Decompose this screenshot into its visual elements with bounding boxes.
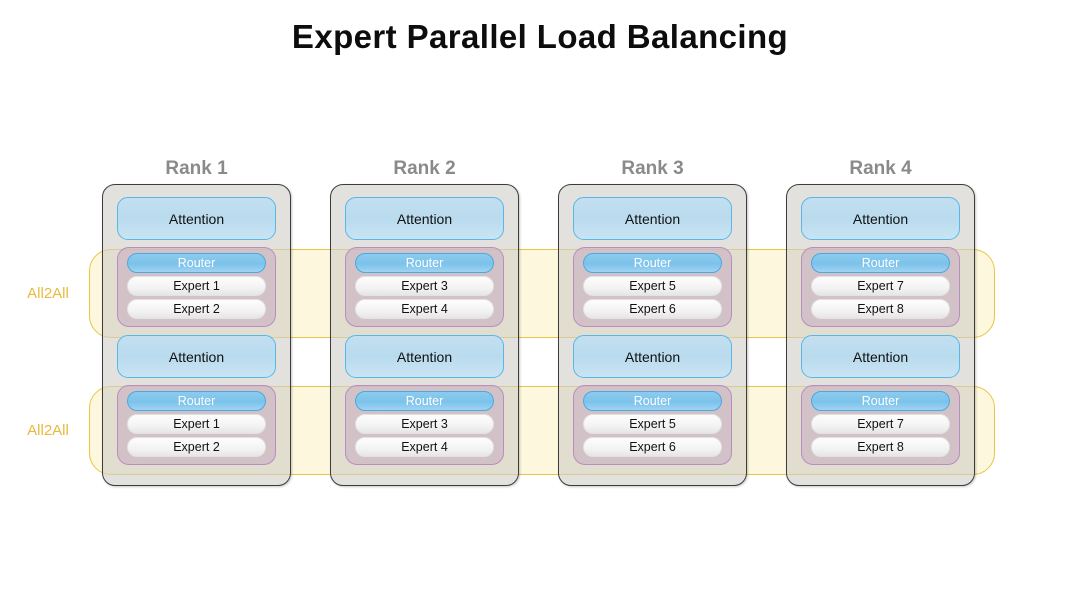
page-title: Expert Parallel Load Balancing bbox=[291, 18, 789, 55]
attention-block: Attention bbox=[573, 335, 732, 378]
attention-block: Attention bbox=[345, 335, 504, 378]
moe-block: Router Expert 7 Expert 8 bbox=[801, 247, 960, 327]
expert-item: Expert 1 bbox=[127, 414, 266, 434]
expert-item: Expert 4 bbox=[355, 299, 494, 319]
router-block: Router bbox=[811, 391, 950, 411]
rank-box-4: Attention Router Expert 7 Expert 8 Atten… bbox=[786, 184, 975, 486]
rank-column-2: Rank 2 Attention Router Expert 3 Expert … bbox=[330, 158, 519, 486]
expert-item: Expert 3 bbox=[355, 276, 494, 296]
rank-box-1: Attention Router Expert 1 Expert 2 Atten… bbox=[102, 184, 291, 486]
moe-block: Router Expert 3 Expert 4 bbox=[345, 247, 504, 327]
moe-block: Router Expert 1 Expert 2 bbox=[117, 385, 276, 465]
rank-column-1: Rank 1 Attention Router Expert 1 Expert … bbox=[102, 158, 291, 486]
router-block: Router bbox=[583, 391, 722, 411]
moe-block: Router Expert 7 Expert 8 bbox=[801, 385, 960, 465]
expert-item: Expert 6 bbox=[583, 299, 722, 319]
rank-box-2: Attention Router Expert 3 Expert 4 Atten… bbox=[330, 184, 519, 486]
all2all-label-2: All2All bbox=[27, 422, 69, 439]
rank-label-1: Rank 1 bbox=[165, 158, 228, 179]
rank-column-3: Rank 3 Attention Router Expert 5 Expert … bbox=[558, 158, 747, 486]
attention-block: Attention bbox=[801, 335, 960, 378]
expert-item: Expert 3 bbox=[355, 414, 494, 434]
expert-item: Expert 8 bbox=[811, 299, 950, 319]
rank-box-3: Attention Router Expert 5 Expert 6 Atten… bbox=[558, 184, 747, 486]
expert-item: Expert 4 bbox=[355, 437, 494, 457]
router-block: Router bbox=[355, 391, 494, 411]
moe-block: Router Expert 1 Expert 2 bbox=[117, 247, 276, 327]
expert-item: Expert 1 bbox=[127, 276, 266, 296]
attention-block: Attention bbox=[117, 197, 276, 240]
expert-item: Expert 8 bbox=[811, 437, 950, 457]
expert-item: Expert 2 bbox=[127, 299, 266, 319]
attention-block: Attention bbox=[117, 335, 276, 378]
router-block: Router bbox=[811, 253, 950, 273]
expert-item: Expert 2 bbox=[127, 437, 266, 457]
router-block: Router bbox=[583, 253, 722, 273]
attention-block: Attention bbox=[573, 197, 732, 240]
attention-block: Attention bbox=[345, 197, 504, 240]
router-block: Router bbox=[127, 253, 266, 273]
moe-block: Router Expert 5 Expert 6 bbox=[573, 385, 732, 465]
expert-item: Expert 5 bbox=[583, 414, 722, 434]
moe-block: Router Expert 3 Expert 4 bbox=[345, 385, 504, 465]
expert-item: Expert 6 bbox=[583, 437, 722, 457]
moe-block: Router Expert 5 Expert 6 bbox=[573, 247, 732, 327]
router-block: Router bbox=[127, 391, 266, 411]
router-block: Router bbox=[355, 253, 494, 273]
attention-block: Attention bbox=[801, 197, 960, 240]
all2all-label-1: All2All bbox=[27, 285, 69, 302]
rank-label-3: Rank 3 bbox=[621, 158, 684, 179]
expert-item: Expert 7 bbox=[811, 414, 950, 434]
expert-item: Expert 7 bbox=[811, 276, 950, 296]
expert-item: Expert 5 bbox=[583, 276, 722, 296]
rank-label-2: Rank 2 bbox=[393, 158, 456, 179]
rank-column-4: Rank 4 Attention Router Expert 7 Expert … bbox=[786, 158, 975, 486]
rank-label-4: Rank 4 bbox=[849, 158, 912, 179]
